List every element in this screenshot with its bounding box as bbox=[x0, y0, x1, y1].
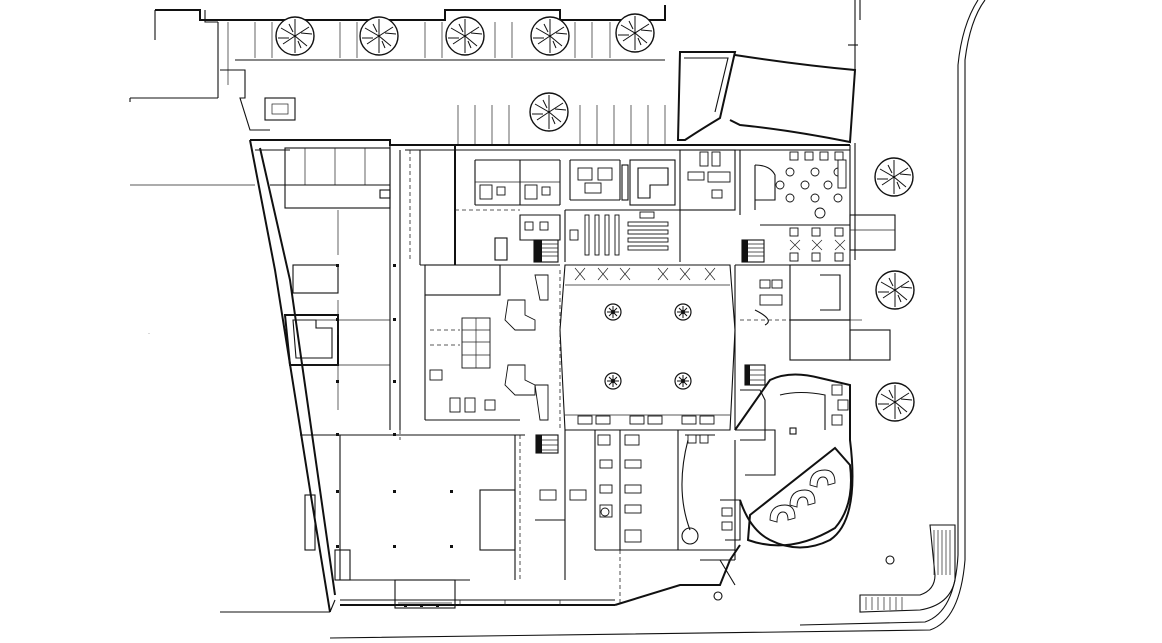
west-wing bbox=[130, 139, 525, 613]
tree-icon bbox=[445, 16, 485, 56]
central-atrium bbox=[559, 264, 736, 431]
room-block bbox=[292, 264, 339, 294]
courtyard-planter-icon bbox=[604, 372, 622, 390]
tree-icon bbox=[530, 16, 570, 56]
column-grid bbox=[336, 264, 453, 548]
south-frontage bbox=[340, 544, 741, 606]
tree-icon bbox=[874, 157, 914, 197]
lecture-room bbox=[519, 209, 681, 262]
booth-seats bbox=[769, 469, 836, 523]
west-offices bbox=[424, 237, 549, 421]
tree-icon bbox=[529, 92, 569, 132]
parking-stalls-north bbox=[227, 22, 665, 85]
east-road-edge bbox=[329, 0, 986, 639]
tree-icon bbox=[875, 382, 915, 422]
courtyard-planter-icon bbox=[674, 372, 692, 390]
bollard bbox=[713, 591, 723, 601]
entry-canopy bbox=[676, 0, 861, 144]
parking-stalls-middle bbox=[457, 105, 666, 145]
tree-icon bbox=[875, 270, 915, 310]
stair-icon bbox=[744, 364, 766, 386]
tree-icon bbox=[275, 16, 315, 56]
tree-icon bbox=[359, 16, 399, 56]
circulation-lines bbox=[399, 150, 790, 580]
east-wing bbox=[720, 264, 891, 560]
south-rooms bbox=[535, 430, 735, 580]
tree-icon bbox=[615, 13, 655, 53]
courtyard-planter-icon bbox=[604, 303, 622, 321]
stair-icon bbox=[535, 434, 559, 454]
seating-rows bbox=[584, 211, 669, 256]
plan-mark: · bbox=[148, 331, 150, 337]
north-rooms bbox=[474, 149, 741, 215]
stair-icon bbox=[533, 239, 559, 263]
stair-icon bbox=[741, 239, 765, 263]
lounge-tables bbox=[775, 151, 847, 219]
kiosk bbox=[264, 97, 296, 121]
stair-icon bbox=[865, 530, 951, 610]
bollard bbox=[885, 555, 895, 565]
atrium-tables-north bbox=[574, 267, 716, 281]
southeast-ramp bbox=[859, 524, 956, 613]
north-parking-area bbox=[129, 5, 666, 145]
atrium-tables-south bbox=[577, 415, 715, 425]
courtyard-planter-icon bbox=[674, 303, 692, 321]
lounge-area bbox=[754, 151, 896, 262]
